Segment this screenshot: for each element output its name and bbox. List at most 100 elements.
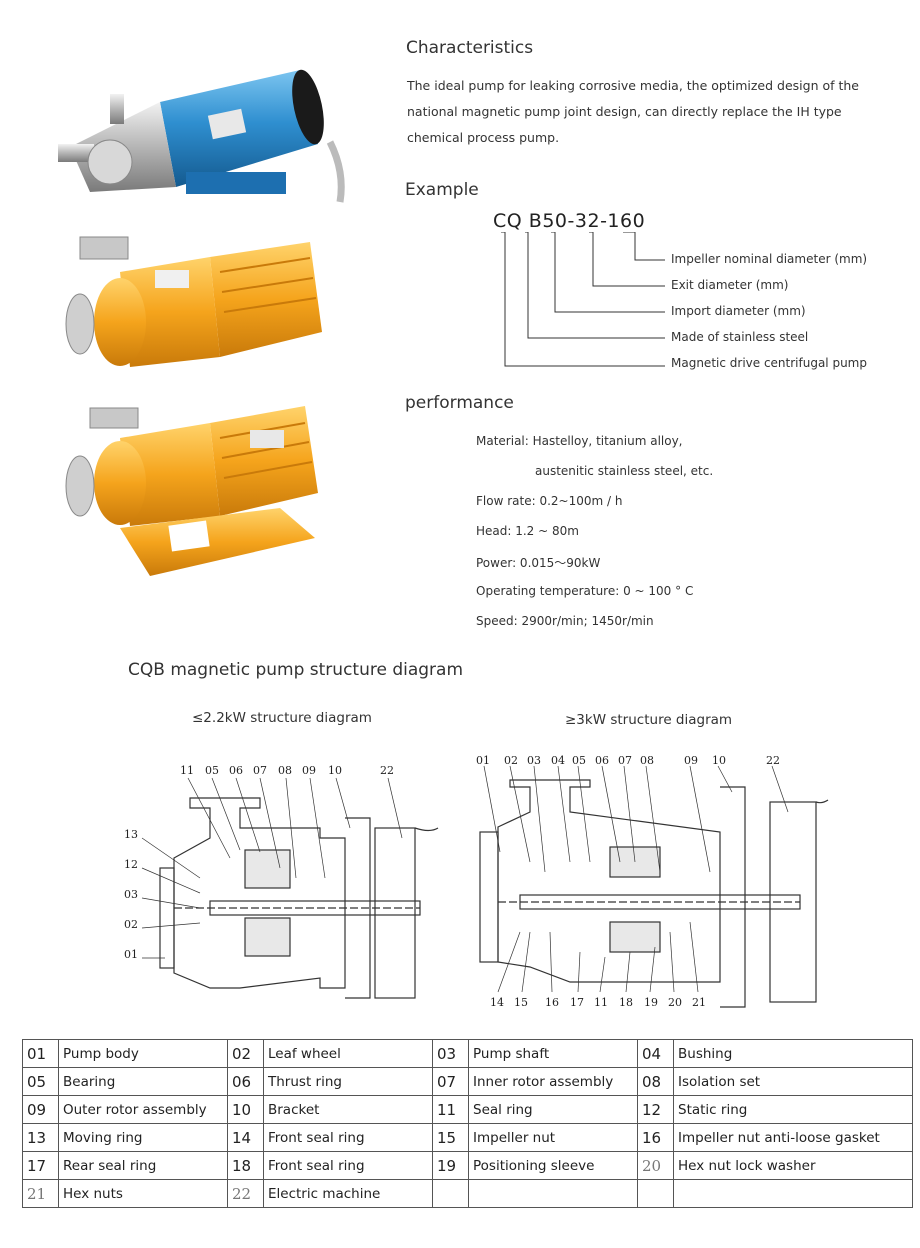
label-08: 08	[278, 764, 292, 777]
label-11: 11	[594, 996, 608, 1009]
code-part-impeller: 160	[607, 210, 646, 232]
label-11: 11	[180, 764, 194, 777]
characteristics-line: The ideal pump for leaking corrosive med…	[407, 78, 860, 93]
label-07: 07	[618, 754, 632, 767]
part-name: Rear seal ring	[58, 1151, 228, 1180]
label-13: 13	[124, 828, 138, 841]
part-number: 06	[227, 1067, 264, 1096]
label-06: 06	[595, 754, 609, 767]
characteristics-line: chemical process pump.	[407, 130, 560, 145]
annotation-import: Import diameter (mm)	[671, 304, 806, 318]
small-structure-diagram: 11 05 06 07 08 09 10 22 13 12 03 02 01	[124, 764, 439, 999]
part-name: Leaf wheel	[263, 1039, 433, 1068]
part-number: 19	[432, 1151, 469, 1180]
label-06: 06	[229, 764, 243, 777]
label-08: 08	[640, 754, 654, 767]
annotation-material: Made of stainless steel	[671, 330, 809, 344]
part-number: 13	[22, 1123, 59, 1152]
part-name: Hex nuts	[58, 1179, 228, 1208]
part-name: Front seal ring	[263, 1123, 433, 1152]
label-22: 22	[380, 764, 394, 777]
small-diagram-title: ≤2.2kW structure diagram	[192, 710, 372, 726]
structure-heading: CQB magnetic pump structure diagram	[128, 660, 464, 680]
part-number: 22	[227, 1179, 264, 1208]
part-name: Seal ring	[468, 1095, 638, 1124]
part-name: Hex nut lock washer	[673, 1151, 913, 1180]
label-16: 16	[545, 996, 559, 1009]
perf-flow: Flow rate: 0.2~100m / h	[476, 494, 623, 508]
code-part-cq: CQ	[493, 210, 523, 232]
label-20: 20	[668, 996, 682, 1009]
part-name: Impeller nut	[468, 1123, 638, 1152]
part-number: 08	[637, 1067, 674, 1096]
orange-pump-photo-1	[65, 236, 322, 367]
characteristics-text: The ideal pump for leaking corrosive med…	[407, 73, 877, 151]
part-number	[432, 1179, 469, 1208]
part-name: Bracket	[263, 1095, 433, 1124]
characteristics-line: national magnetic pump joint design, can…	[407, 104, 842, 119]
perf-temperature: Operating temperature: 0 ~ 100 ° C	[476, 584, 694, 598]
label-05: 05	[205, 764, 219, 777]
large-diagram-labels: 01 02 03 04 05 06 07 08 09 10 22 14 15 1…	[476, 754, 780, 1009]
perf-head: Head: 1.2 ~ 80m	[476, 524, 579, 538]
large-diagram-title: ≥3kW structure diagram	[565, 712, 733, 728]
label-05: 05	[572, 754, 586, 767]
code-part-inlet: 50	[542, 210, 568, 232]
perf-material-cont: austenitic stainless steel, etc.	[535, 464, 714, 478]
label-19: 19	[644, 996, 658, 1009]
annotation-impeller: Impeller nominal diameter (mm)	[671, 252, 868, 266]
label-02: 02	[124, 918, 138, 931]
part-number: 10	[227, 1095, 264, 1124]
part-name: Inner rotor assembly	[468, 1067, 638, 1096]
part-number: 03	[432, 1039, 469, 1068]
label-09: 09	[684, 754, 698, 767]
label-22: 22	[766, 754, 780, 767]
label-15: 15	[514, 996, 528, 1009]
part-name: Outer rotor assembly	[58, 1095, 228, 1124]
label-17: 17	[570, 996, 584, 1009]
part-number: 18	[227, 1151, 264, 1180]
label-18: 18	[619, 996, 633, 1009]
code-dash: -	[567, 210, 575, 232]
code-dash: -	[600, 210, 608, 232]
perf-power: Power: 0.015～90kW	[476, 556, 601, 570]
perf-material: Material: Hastelloy, titanium alloy,	[476, 434, 683, 448]
part-name: Pump body	[58, 1039, 228, 1068]
part-name: Bearing	[58, 1067, 228, 1096]
annotation-type: Magnetic drive centrifugal pump	[671, 356, 867, 370]
part-number: 05	[22, 1067, 59, 1096]
characteristics-heading: Characteristics	[406, 38, 534, 58]
part-name	[673, 1179, 913, 1208]
label-04: 04	[551, 754, 565, 767]
code-leader-lines	[501, 232, 665, 367]
label-10: 10	[712, 754, 726, 767]
label-02: 02	[504, 754, 518, 767]
annotation-exit: Exit diameter (mm)	[671, 278, 789, 292]
part-number: 01	[22, 1039, 59, 1068]
part-name: Bushing	[673, 1039, 913, 1068]
part-number: 12	[637, 1095, 674, 1124]
small-diagram-labels: 11 05 06 07 08 09 10 22 13 12 03 02 01	[124, 764, 394, 961]
perf-speed: Speed: 2900r/min; 1450r/min	[476, 614, 654, 628]
part-number: 02	[227, 1039, 264, 1068]
part-name: Front seal ring	[263, 1151, 433, 1180]
label-21: 21	[692, 996, 706, 1009]
part-number: 20	[637, 1151, 674, 1180]
performance-heading: performance	[405, 393, 514, 413]
part-name: Pump shaft	[468, 1039, 638, 1068]
part-name: Thrust ring	[263, 1067, 433, 1096]
code-part-outlet: 32	[574, 210, 601, 232]
part-name: Impeller nut anti-loose gasket	[673, 1123, 913, 1152]
part-number: 09	[22, 1095, 59, 1124]
large-structure-diagram: 01 02 03 04 05 06 07 08 09 10 22 14 15 1…	[476, 754, 829, 1009]
part-name: Static ring	[673, 1095, 913, 1124]
blue-pump-photo	[58, 69, 345, 203]
label-01: 01	[476, 754, 490, 767]
orange-pump-photo-2	[65, 406, 318, 576]
label-12: 12	[124, 858, 138, 871]
